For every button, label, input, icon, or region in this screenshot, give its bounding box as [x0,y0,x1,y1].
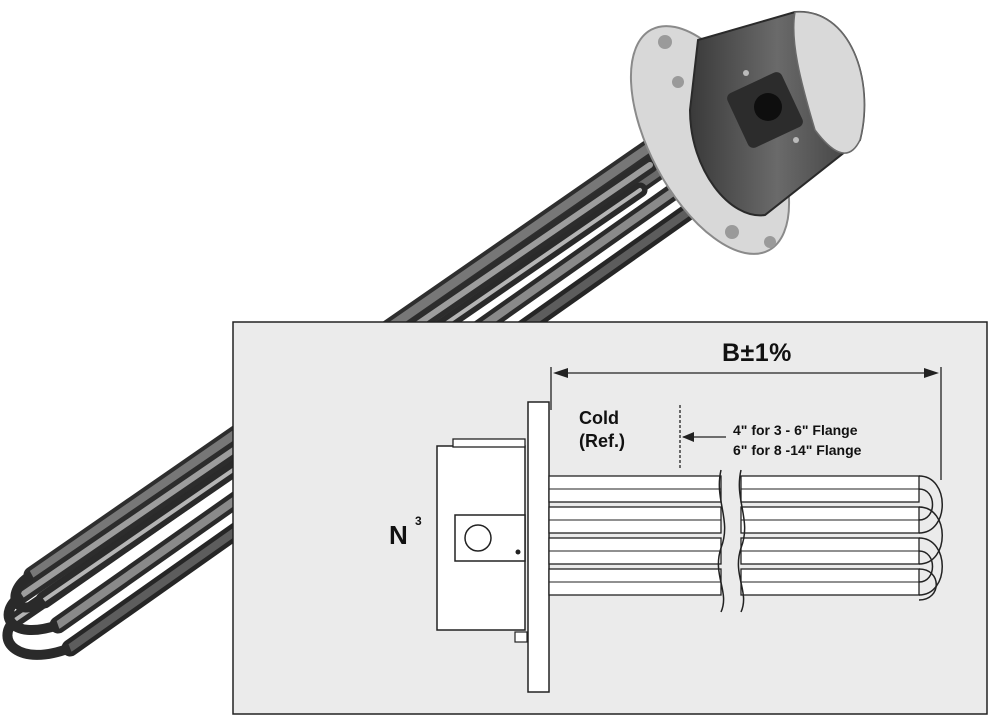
cold-ref-label: Cold (Ref.) [579,407,625,453]
ground-screw [515,549,521,555]
enclosure-lip [452,438,526,448]
conduit-opening [754,93,782,121]
housing-screw [743,70,749,76]
flange-bolt-hole [725,225,739,239]
flange-bolt-hole [658,35,672,49]
flange-bolt-hole [764,236,776,248]
break-line-left [717,469,726,613]
heater-terminal-housing [688,10,866,217]
cold-label-line: Cold [579,408,619,428]
element-u-bends [918,475,943,601]
break-line-right [737,469,746,613]
flange-length-note: 4" for 3 - 6" Flange 6" for 8 -14" Flang… [733,420,861,460]
enclosure-foot [514,631,528,643]
flange-note-small: 4" for 3 - 6" Flange [733,422,858,438]
flange-note-large: 6" for 8 -14" Flange [733,442,862,458]
cold-zone-arrow [682,432,694,442]
heater-bend-tips [2,570,72,660]
flange-plate [527,401,550,693]
dimension-drawing-panel [232,321,988,715]
ref-label-line: (Ref.) [579,431,625,451]
flange-bolt-hole [672,76,684,88]
n-superscript: 3 [415,514,422,528]
conduit-hole [464,524,492,552]
dimension-arrow-right [924,368,939,378]
dimension-arrow-left [553,368,568,378]
dimension-b-label: B±1% [722,339,792,367]
housing-screw [793,137,799,143]
element-tube-centerlines [549,488,919,583]
n-dimension-label: N [389,520,408,550]
